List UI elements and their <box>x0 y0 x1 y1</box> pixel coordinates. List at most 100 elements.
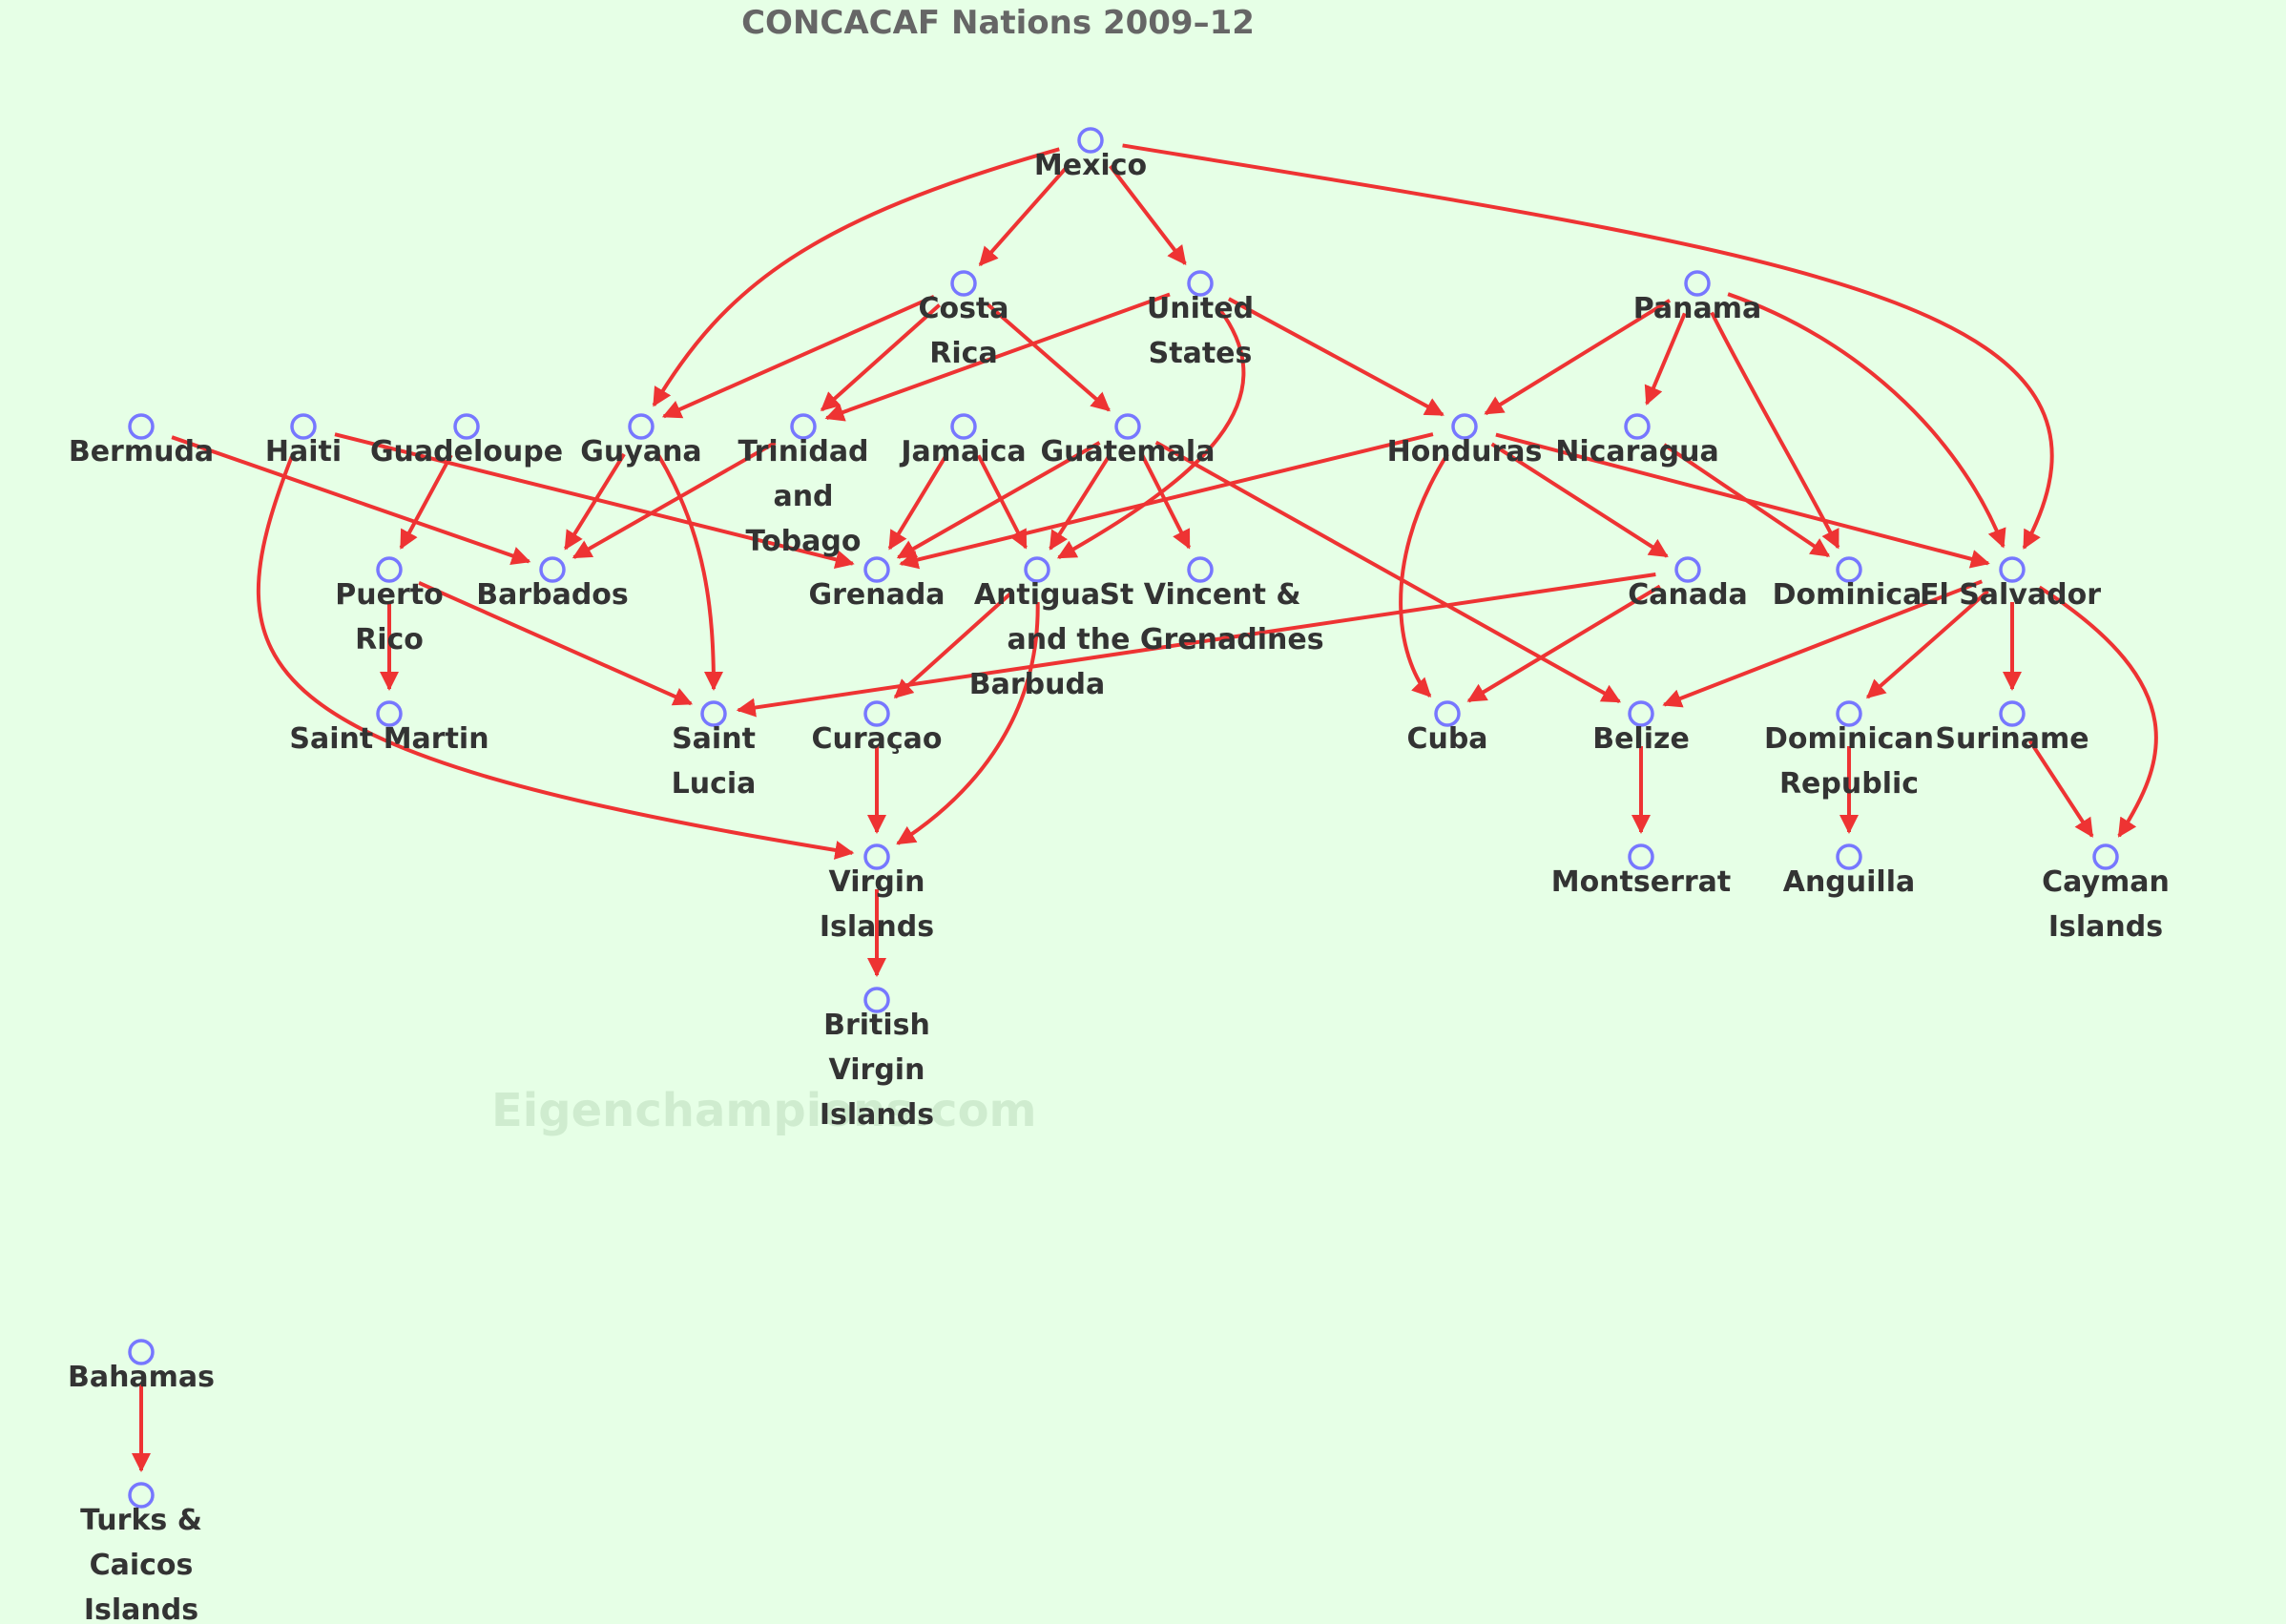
node-circle[interactable] <box>1451 413 1478 440</box>
node-circle[interactable] <box>1836 843 1862 870</box>
node-circle[interactable] <box>700 700 727 727</box>
node-circle[interactable] <box>1114 413 1141 440</box>
node-suriname[interactable]: Suriname <box>1935 700 2089 756</box>
edge-mexico-to-el_salvador <box>1122 143 2054 550</box>
node-circle[interactable] <box>1628 843 1654 870</box>
node-label: Dominica <box>1773 578 1922 612</box>
node-label-line: Canada <box>1628 578 1748 612</box>
node-curacao[interactable]: Curaçao <box>811 700 943 756</box>
edge-united_states-to-antigua <box>1056 308 1246 560</box>
node-haiti[interactable]: Haiti <box>265 413 342 468</box>
node-circle[interactable] <box>128 1482 155 1509</box>
node-circle[interactable] <box>1187 270 1214 297</box>
node-label-line: Lucia <box>672 767 757 801</box>
node-label-line: Trinidad <box>738 435 868 468</box>
node-circle[interactable] <box>539 556 566 583</box>
node-circle[interactable] <box>1836 556 1862 583</box>
node-honduras[interactable]: Honduras <box>1387 413 1543 468</box>
node-label-line: Rico <box>355 623 424 656</box>
node-label: Grenada <box>808 578 945 612</box>
node-jamaica[interactable]: Jamaica <box>899 413 1027 468</box>
node-dominica[interactable]: Dominica <box>1773 556 1922 612</box>
node-anguilla[interactable]: Anguilla <box>1783 843 1916 899</box>
node-circle[interactable] <box>863 700 890 727</box>
node-circle[interactable] <box>1674 556 1701 583</box>
node-circle[interactable] <box>628 413 655 440</box>
node-guyana[interactable]: Guyana <box>580 413 702 468</box>
node-circle[interactable] <box>950 270 977 297</box>
node-bahamas[interactable]: Bahamas <box>68 1339 215 1394</box>
node-circle[interactable] <box>1024 556 1050 583</box>
node-label-line: Cayman <box>2042 865 2170 899</box>
edge-haiti-to-virgin_islands <box>256 455 855 860</box>
edge-el_salvador-to-dominican_rep <box>1865 590 1989 699</box>
node-circle[interactable] <box>290 413 317 440</box>
node-barbados[interactable]: Barbados <box>476 556 629 612</box>
node-circle[interactable] <box>1187 556 1214 583</box>
node-label: El Salvador <box>1920 578 2101 612</box>
edge-honduras-to-grenada <box>899 432 1434 570</box>
node-circle[interactable] <box>950 413 977 440</box>
node-st_vincent[interactable]: St Vincent &the Grenadines <box>1076 556 1324 656</box>
node-label: Honduras <box>1387 435 1543 468</box>
node-nicaragua[interactable]: Nicaragua <box>1555 413 1719 468</box>
node-label-line: Islands <box>2048 910 2163 944</box>
edge-mexico-to-united_states <box>1109 164 1187 265</box>
edge-antigua-to-virgin_islands <box>896 601 1040 845</box>
node-label: Guyana <box>580 435 701 468</box>
edge-guyana-to-barbados <box>564 452 626 551</box>
node-circle[interactable] <box>790 413 817 440</box>
node-cuba[interactable]: Cuba <box>1406 700 1488 756</box>
node-circle[interactable] <box>1624 413 1651 440</box>
node-circle[interactable] <box>863 843 890 870</box>
node-circle[interactable] <box>1999 700 2026 727</box>
node-circle[interactable] <box>128 413 155 440</box>
node-circle[interactable] <box>453 413 480 440</box>
node-el_salvador[interactable]: El Salvador <box>1920 556 2101 612</box>
node-grenada[interactable]: Grenada <box>808 556 946 612</box>
node-panama[interactable]: Panama <box>1633 270 1762 325</box>
node-circle[interactable] <box>2092 843 2119 870</box>
node-label-line: and <box>1007 623 1067 656</box>
node-guadeloupe[interactable]: Guadeloupe <box>370 413 563 468</box>
node-circle[interactable] <box>1684 270 1711 297</box>
node-mexico[interactable]: Mexico <box>1034 127 1147 182</box>
node-belize[interactable]: Belize <box>1592 700 1690 756</box>
node-saint_martin[interactable]: Saint Martin <box>289 700 489 756</box>
node-canada[interactable]: Canada <box>1628 556 1748 612</box>
node-circle[interactable] <box>863 556 890 583</box>
edge-guatemala-to-st_vincent <box>1140 454 1192 550</box>
node-circle[interactable] <box>1077 127 1104 154</box>
node-circle[interactable] <box>376 700 403 727</box>
node-guatemala[interactable]: Guatemala <box>1041 413 1216 468</box>
node-label: Nicaragua <box>1555 435 1719 468</box>
node-label: Panama <box>1633 292 1762 325</box>
node-circle[interactable] <box>1628 700 1654 727</box>
node-circle[interactable] <box>1836 700 1862 727</box>
node-label-line: Islands <box>820 1098 934 1132</box>
node-montserrat[interactable]: Montserrat <box>1551 843 1732 899</box>
node-circle[interactable] <box>863 987 890 1013</box>
node-circle[interactable] <box>128 1339 155 1365</box>
edge-panama-to-el_salvador <box>1727 292 2006 549</box>
node-circle[interactable] <box>376 556 403 583</box>
node-circle[interactable] <box>1434 700 1461 727</box>
node-label-line: Anguilla <box>1783 865 1916 899</box>
node-label: Anguilla <box>1783 865 1916 899</box>
node-bermuda[interactable]: Bermuda <box>69 413 214 468</box>
node-circle[interactable] <box>1999 556 2026 583</box>
